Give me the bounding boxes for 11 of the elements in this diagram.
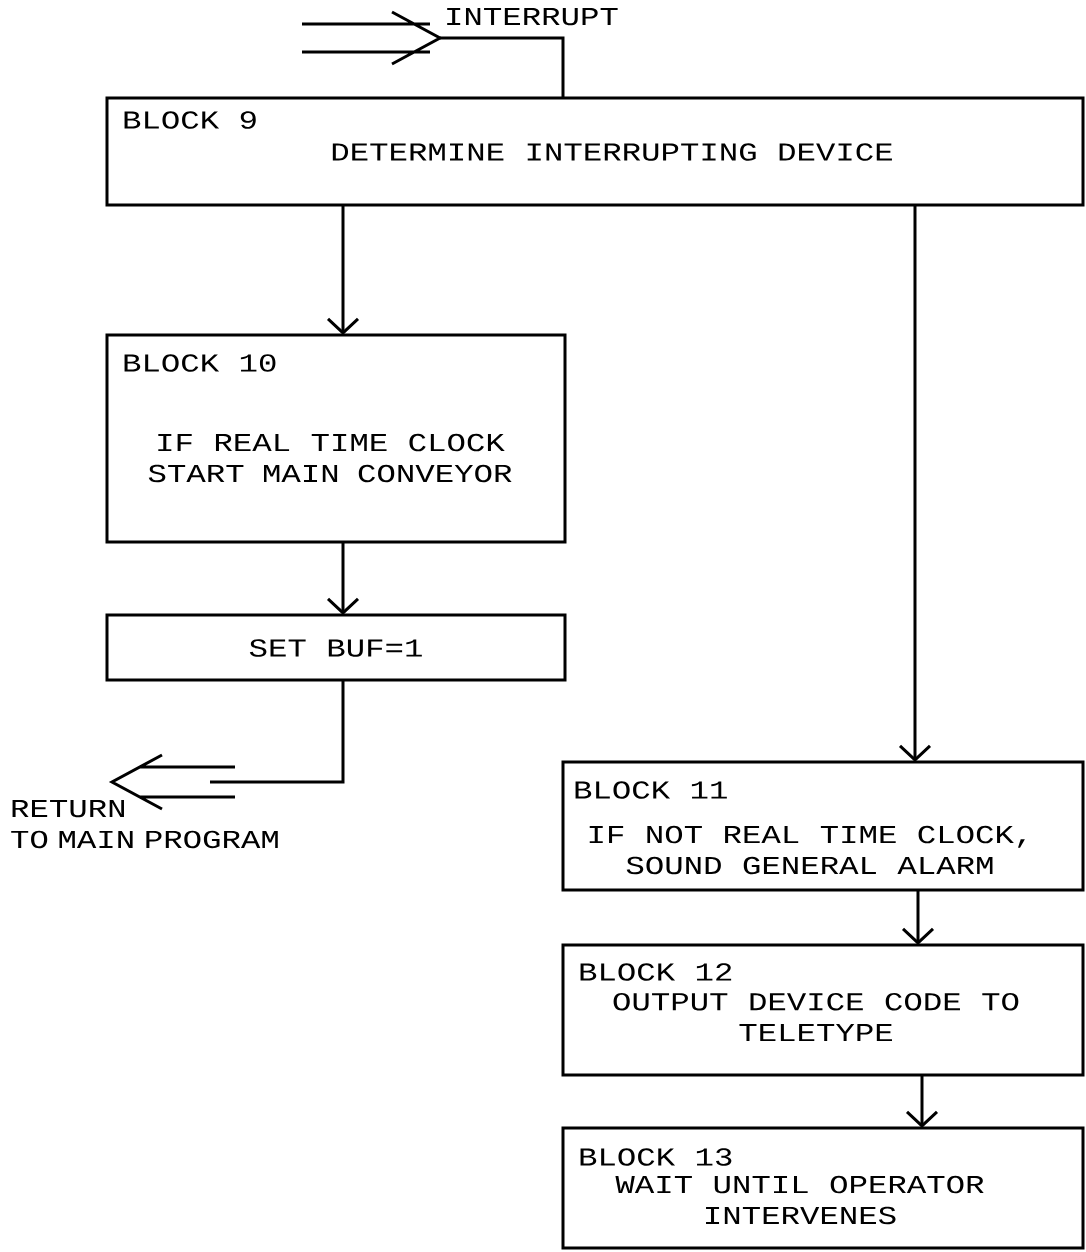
arrow	[326, 542, 360, 615]
process-box: BLOCK 11 IF NOT REAL TIME CLOCK, SOUND GENERAL ALARM	[561, 760, 1085, 892]
process-box: BLOCK 12 OUTPUT DEVICE CODE TO TELETYPE	[561, 943, 1085, 1077]
process-box: BLOCK 13 WAIT UNTIL OPERATOR INTERVENES	[561, 1126, 1085, 1250]
process-box: BLOCK 9 DETERMINE INTERRUPTING DEVICE	[105, 96, 1085, 207]
arrow	[326, 205, 360, 335]
process-box: SET BUF=1	[105, 613, 567, 682]
arrow	[898, 205, 932, 762]
terminal-label: RETURN TO MAIN PROGRAM	[11, 800, 278, 849]
terminal-label: INTERRUPT	[447, 8, 618, 26]
process-box: BLOCK 10 IF REAL TIME CLOCK START MAIN CONVEYOR	[105, 333, 567, 544]
